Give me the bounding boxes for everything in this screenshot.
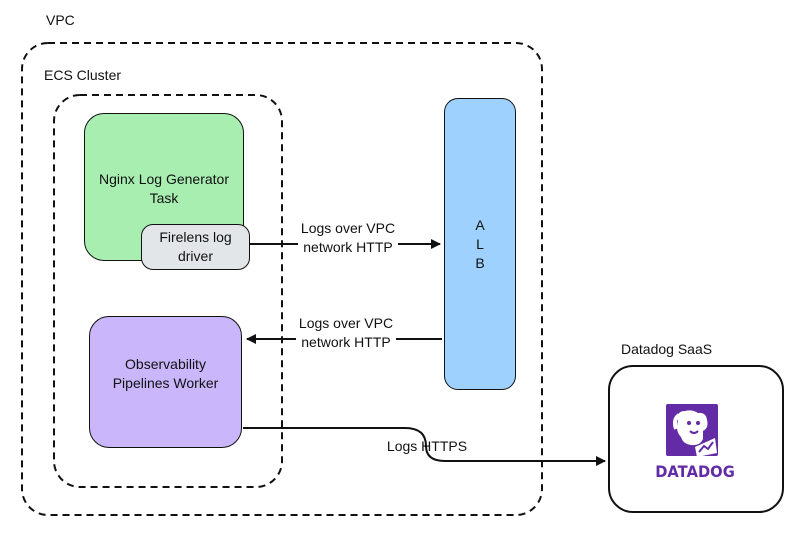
ecs-cluster-boundary xyxy=(53,94,283,488)
edge-label-from-alb: Logs over VPC network HTTP xyxy=(296,314,396,352)
alb-letter-b: B xyxy=(475,254,485,271)
ecs-cluster-label: ECS Cluster xyxy=(44,67,122,83)
alb[interactable]: A L B xyxy=(444,98,516,390)
alb-letter-a: A xyxy=(475,216,485,233)
edge-label-to-alb: Logs over VPC network HTTP xyxy=(298,219,398,257)
datadog-dog-icon xyxy=(666,404,718,457)
datadog-saas-label: Datadog SaaS xyxy=(621,341,713,357)
arrow-opw-to-datadog xyxy=(243,427,606,466)
firelens-label: Firelens log driver xyxy=(159,229,232,264)
datadog-logo[interactable]: DATADOG xyxy=(645,403,745,485)
firelens-log-driver[interactable]: Firelens log driver xyxy=(141,224,250,270)
vpc-label: VPC xyxy=(46,12,75,28)
vpc-boundary xyxy=(21,42,543,516)
nginx-task-label: Nginx Log Generator Task xyxy=(99,171,229,206)
nginx-log-generator-task[interactable]: Nginx Log Generator Task xyxy=(84,113,244,261)
edge-label-to-datadog: Logs HTTPS xyxy=(386,438,468,454)
observability-pipelines-worker[interactable]: Observability Pipelines Worker xyxy=(89,316,242,448)
alb-letter-l: L xyxy=(476,235,484,252)
datadog-wordmark: DATADOG xyxy=(655,462,735,481)
opw-label: Observability Pipelines Worker xyxy=(112,356,219,391)
